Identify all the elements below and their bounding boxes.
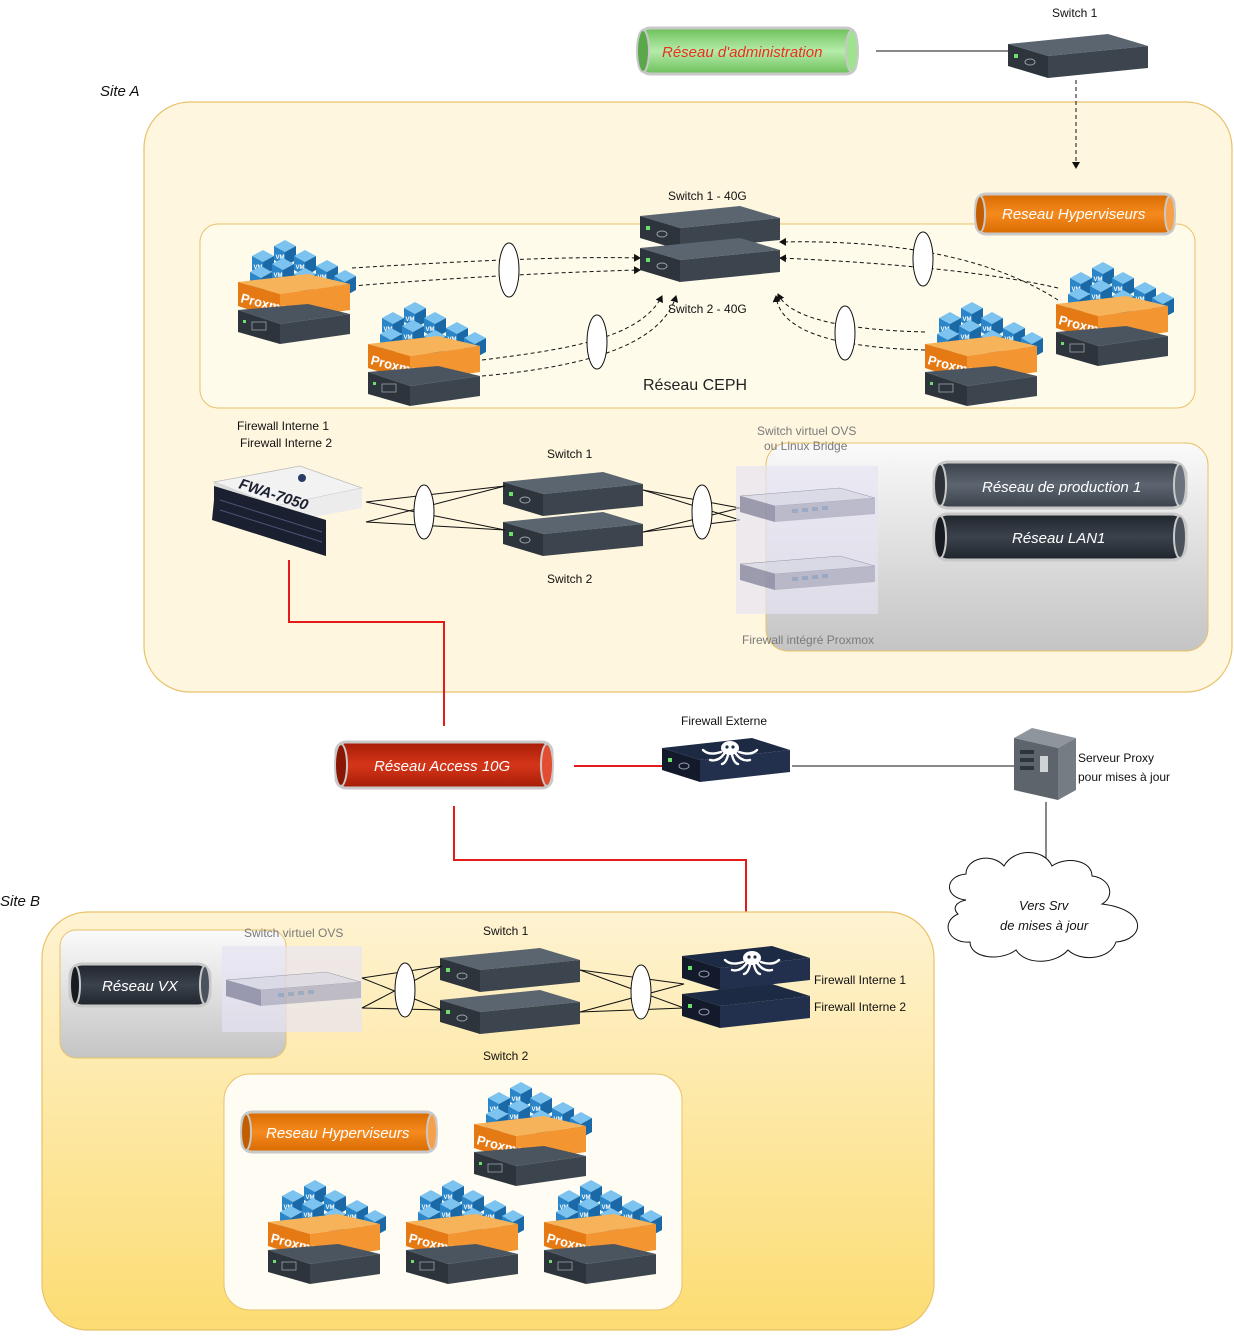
vswitch-a-label-1: Switch virtuel OVS (757, 424, 856, 438)
firewall-fwa-7050: FWA-7050 (212, 465, 364, 556)
switch-a-1-label: Switch 1 (547, 447, 593, 461)
switch-40g-1-label: Switch 1 - 40G (668, 189, 747, 203)
fw-int-a-1-label: Firewall Interne 1 (237, 419, 329, 433)
proxy-label-2: pour mises à jour (1078, 770, 1170, 784)
virtual-switch-b (222, 946, 362, 1032)
cloud-label-1: Vers Srv (1019, 898, 1070, 913)
fw-int-a-2-label: Firewall Interne 2 (240, 436, 332, 450)
admin-network-pipe: Réseau d'administration (636, 26, 859, 76)
switch-a-2-label: Switch 2 (547, 572, 593, 586)
proxy-label-1: Serveur Proxy (1078, 751, 1154, 765)
vswitch-a-label-2: ou Linux Bridge (764, 439, 848, 453)
admin-network-label: Réseau d'administration (662, 44, 822, 61)
fw-int-b-1-label: Firewall Interne 1 (814, 973, 906, 987)
switch-40g-2-label: Switch 2 - 40G (668, 302, 747, 316)
proxy-server (1014, 728, 1076, 800)
fw-int-b-2-label: Firewall Interne 2 (814, 1000, 906, 1014)
access-network-pipe: Réseau Access 10G (334, 740, 554, 790)
site-a-label: Site A (100, 83, 139, 100)
switch-b-2-label: Switch 2 (483, 1049, 529, 1063)
admin-switch (1007, 33, 1149, 79)
vswitch-b-label: Switch virtuel OVS (244, 926, 343, 940)
site-b-label: Site B (0, 893, 40, 910)
lan-network-label: Réseau LAN1 (1012, 530, 1105, 547)
hyperviseurs-a-label: Reseau Hyperviseurs (1002, 206, 1146, 223)
hyperviseurs-a-pipe: Reseau Hyperviseurs (974, 192, 1176, 236)
switch-b-1-label: Switch 1 (483, 924, 529, 938)
lan-network-pipe: Réseau LAN1 (932, 512, 1188, 562)
hyperviseurs-b-pipe: Reseau Hyperviseurs (240, 1110, 438, 1154)
fw-externe-label: Firewall Externe (681, 714, 767, 728)
hyperviseurs-b-label: Reseau Hyperviseurs (266, 1125, 410, 1142)
access-network-label: Réseau Access 10G (374, 758, 511, 775)
fw-integre-label: Firewall intégré Proxmox (742, 633, 874, 647)
admin-switch-label: Switch 1 (1052, 6, 1098, 20)
vx-network-pipe: Réseau VX (68, 962, 212, 1008)
production-network-label: Réseau de production 1 (982, 479, 1141, 496)
vx-network-label: Réseau VX (102, 978, 179, 995)
update-server-cloud: Vers Srv de mises à jour (947, 852, 1139, 962)
production-network-pipe: Réseau de production 1 (932, 460, 1188, 510)
virtual-switch-ovs (736, 466, 878, 614)
ceph-network-label: Réseau CEPH (643, 377, 747, 394)
cloud-label-2: de mises à jour (1000, 918, 1089, 933)
firewall-externe (661, 737, 791, 783)
